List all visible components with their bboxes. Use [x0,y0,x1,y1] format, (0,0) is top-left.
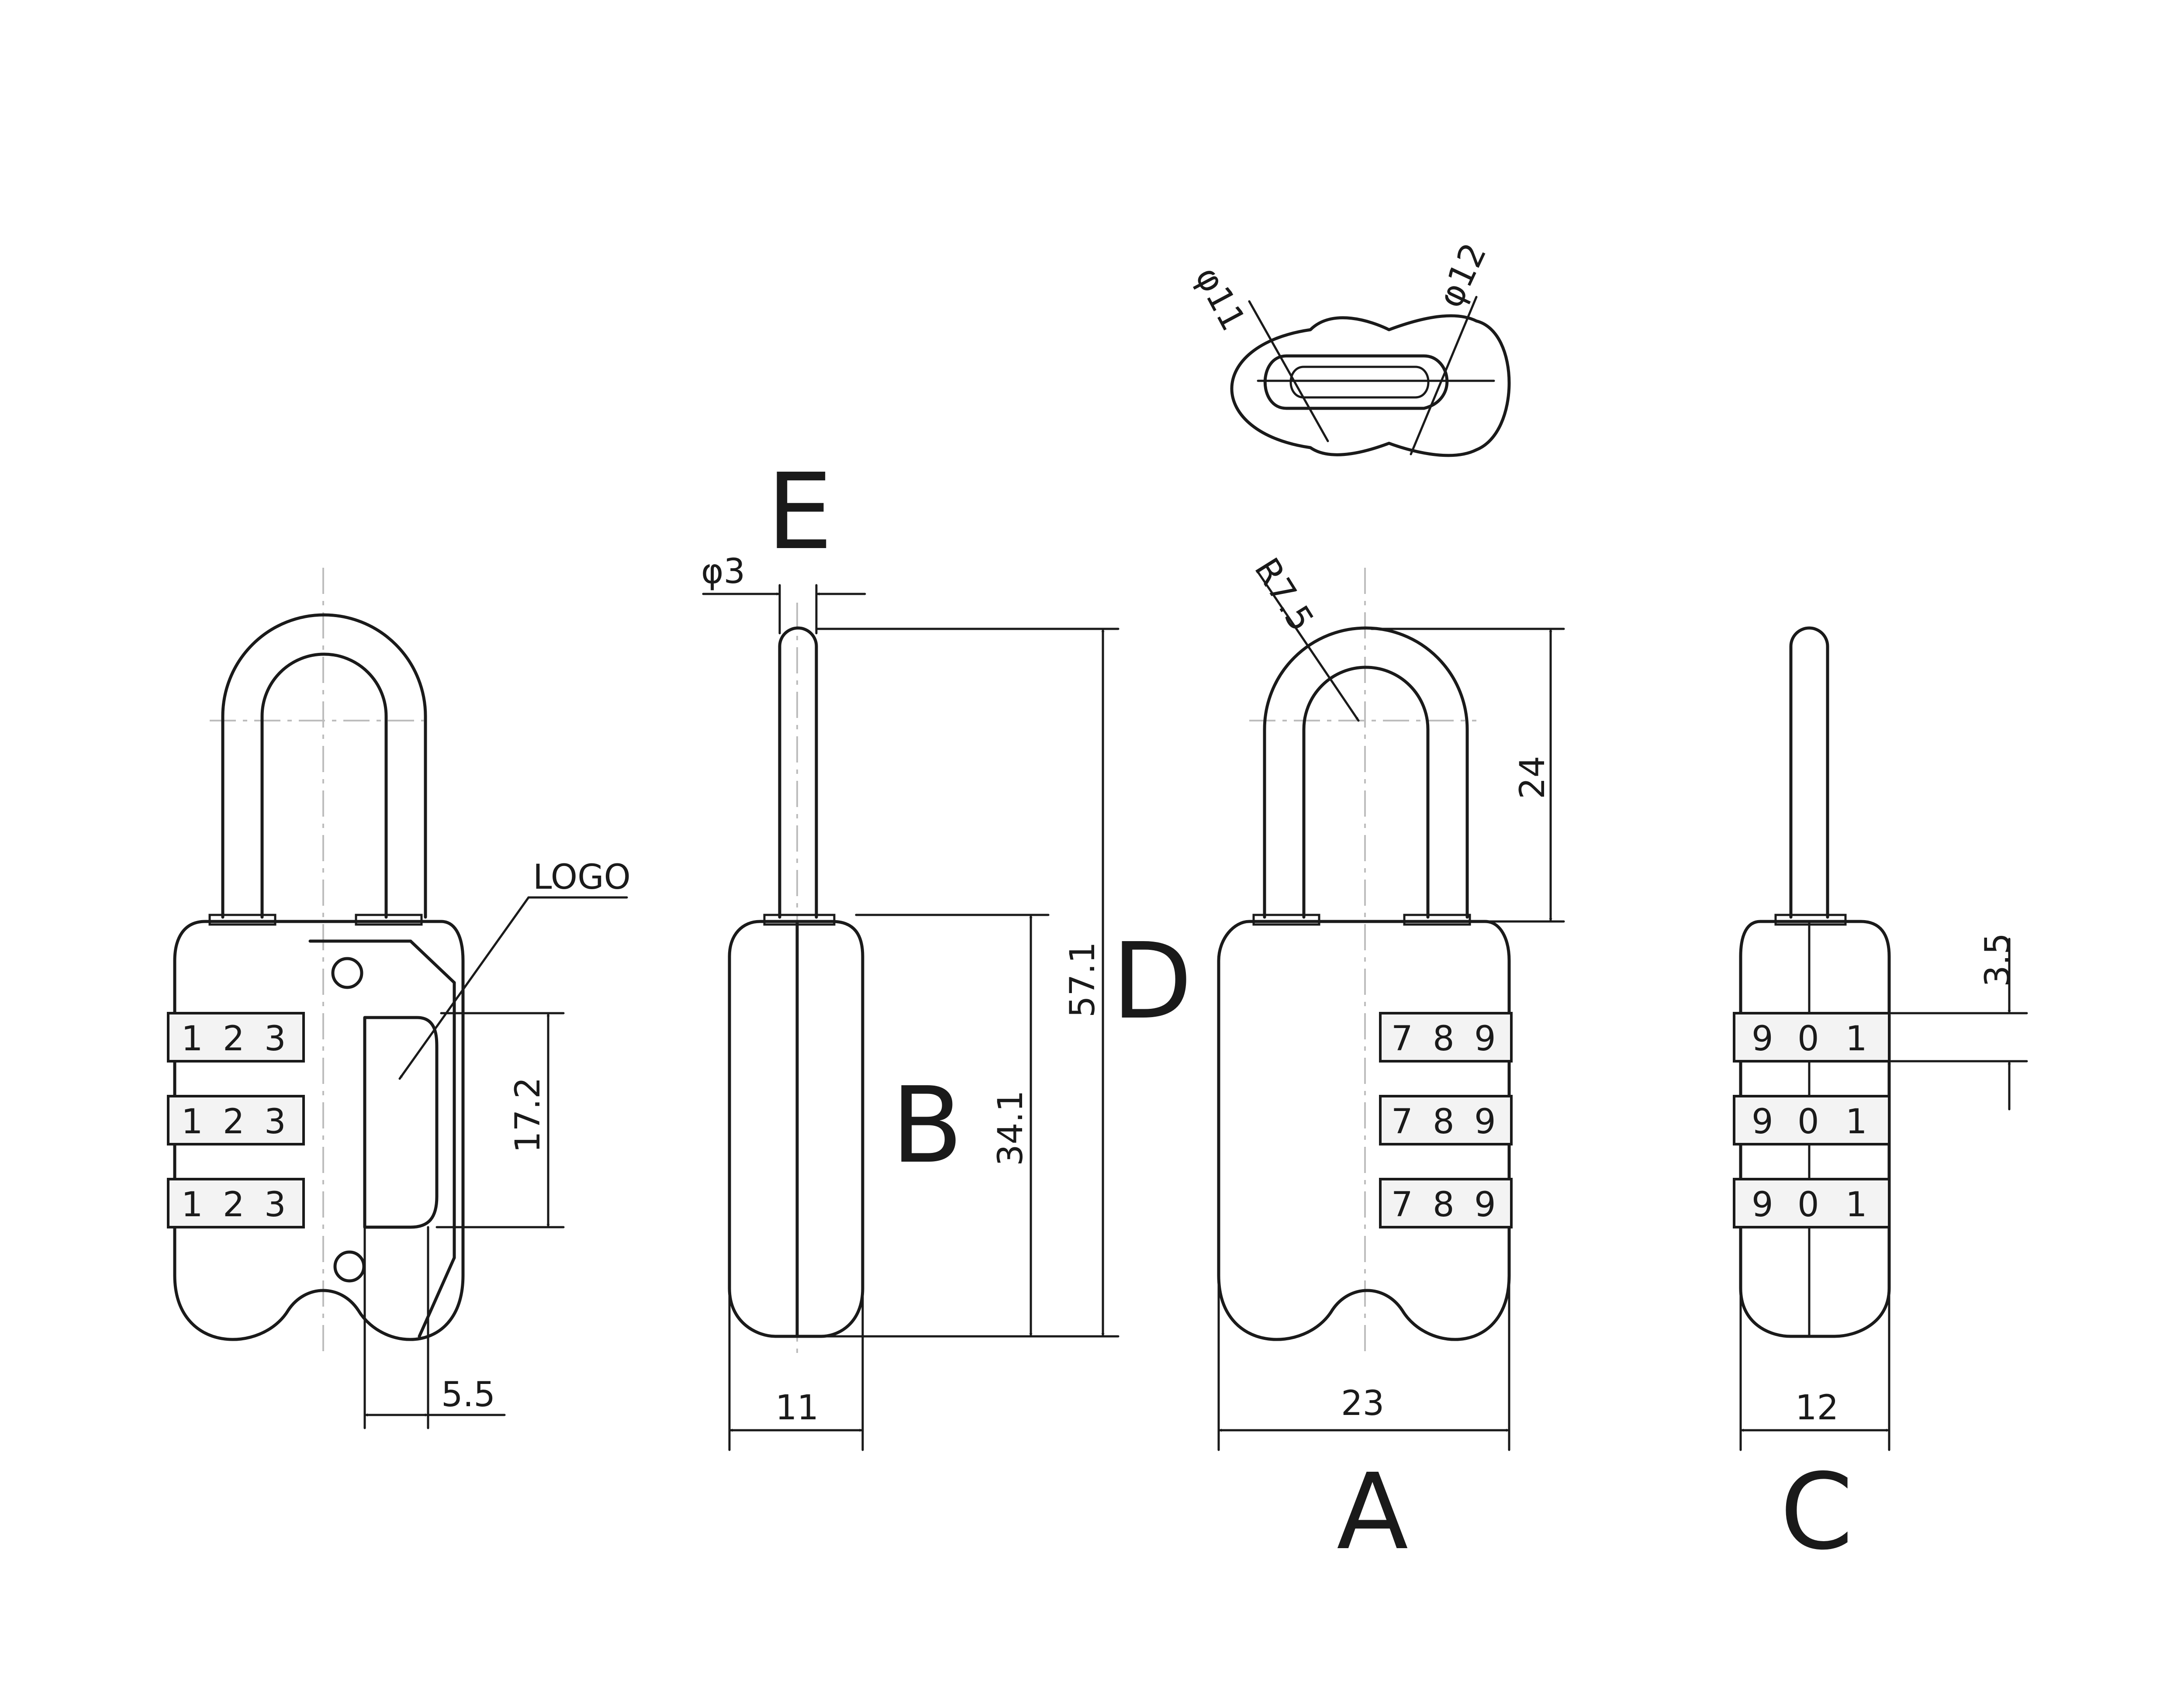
front-dial-digit: 9 [1474,1102,1496,1142]
shackle-height-label: 24 [1513,756,1552,799]
front-dial-digit: 9 [1474,1019,1496,1059]
front-dial-digit: 7 [1391,1019,1413,1059]
view-label-e: E [767,451,833,573]
front-dial-digit: 9 [1474,1185,1496,1225]
rear-dial-digit: 1 [181,1019,203,1059]
end-dial-digit: 9 [1752,1102,1773,1142]
rear-dial-digit: 1 [181,1185,203,1225]
view-label-d: D [1112,920,1192,1042]
rear-dial-digit: 3 [264,1019,286,1059]
shackle-diameter-label: φ3 [701,552,745,591]
body-height-label: 34.1 [991,1090,1030,1166]
view-label-a: A [1337,1451,1408,1573]
logo-label: LOGO [533,858,631,897]
view-label-c: C [1780,1451,1853,1573]
rear-view: 1 2 3 1 2 3 1 2 3 LOGO 17.2 5.5 [167,568,631,1429]
end-dial-digit: 1 [1845,1185,1867,1225]
front-dial-digit: 8 [1433,1185,1455,1225]
end-dial-digit: 9 [1752,1019,1773,1059]
rear-dial-digit: 2 [223,1102,245,1142]
front-width-label: 23 [1341,1384,1384,1423]
total-height-label: 57.1 [1063,942,1102,1018]
end-width-label: 12 [1795,1388,1838,1428]
top-view: φ11 φ12 [1187,237,1511,457]
front-dial-digit: 7 [1391,1185,1413,1225]
front-view: 7 8 9 7 8 9 7 8 9 R7.5 24 23 A [1217,551,1565,1573]
front-dial-digits: 7 8 9 7 8 9 7 8 9 [1391,1019,1496,1225]
rear-dial-digit: 3 [264,1102,286,1142]
front-dial-digit: 8 [1433,1102,1455,1142]
rear-dial-digit: 2 [223,1185,245,1225]
end-dial-digit: 0 [1797,1102,1819,1142]
end-dial-digit: 0 [1797,1019,1819,1059]
end-dial-digit: 0 [1797,1185,1819,1225]
end-dial-digit: 9 [1752,1185,1773,1225]
logo-width-label: 5.5 [441,1375,495,1415]
side-width-label: 11 [775,1388,819,1428]
dial-pitch-label: 3.5 [1978,933,2018,987]
front-dial-digit: 7 [1391,1102,1413,1142]
top-dia-right-label: φ12 [1431,237,1494,314]
end-view: 9 0 1 9 0 1 9 0 1 3.5 12 C [1733,626,2028,1573]
end-dial-digit: 1 [1845,1102,1867,1142]
top-dia-left-label: φ11 [1187,261,1253,337]
side-view: φ3 E 57.1 D 34.1 B 11 [701,451,1192,1451]
rear-dial-digit: 3 [264,1185,286,1225]
rear-dial-digit: 1 [181,1102,203,1142]
rear-dial-digit: 2 [223,1019,245,1059]
front-dial-digit: 8 [1433,1019,1455,1059]
end-dial-digits: 9 0 1 9 0 1 9 0 1 [1752,1019,1867,1225]
rear-dial-digits: 1 2 3 1 2 3 1 2 3 [181,1019,286,1225]
shackle-radius-label: R7.5 [1247,551,1321,638]
logo-height-label: 17.2 [508,1077,548,1153]
end-dial-digit: 1 [1845,1019,1867,1059]
view-label-b: B [891,1064,963,1187]
